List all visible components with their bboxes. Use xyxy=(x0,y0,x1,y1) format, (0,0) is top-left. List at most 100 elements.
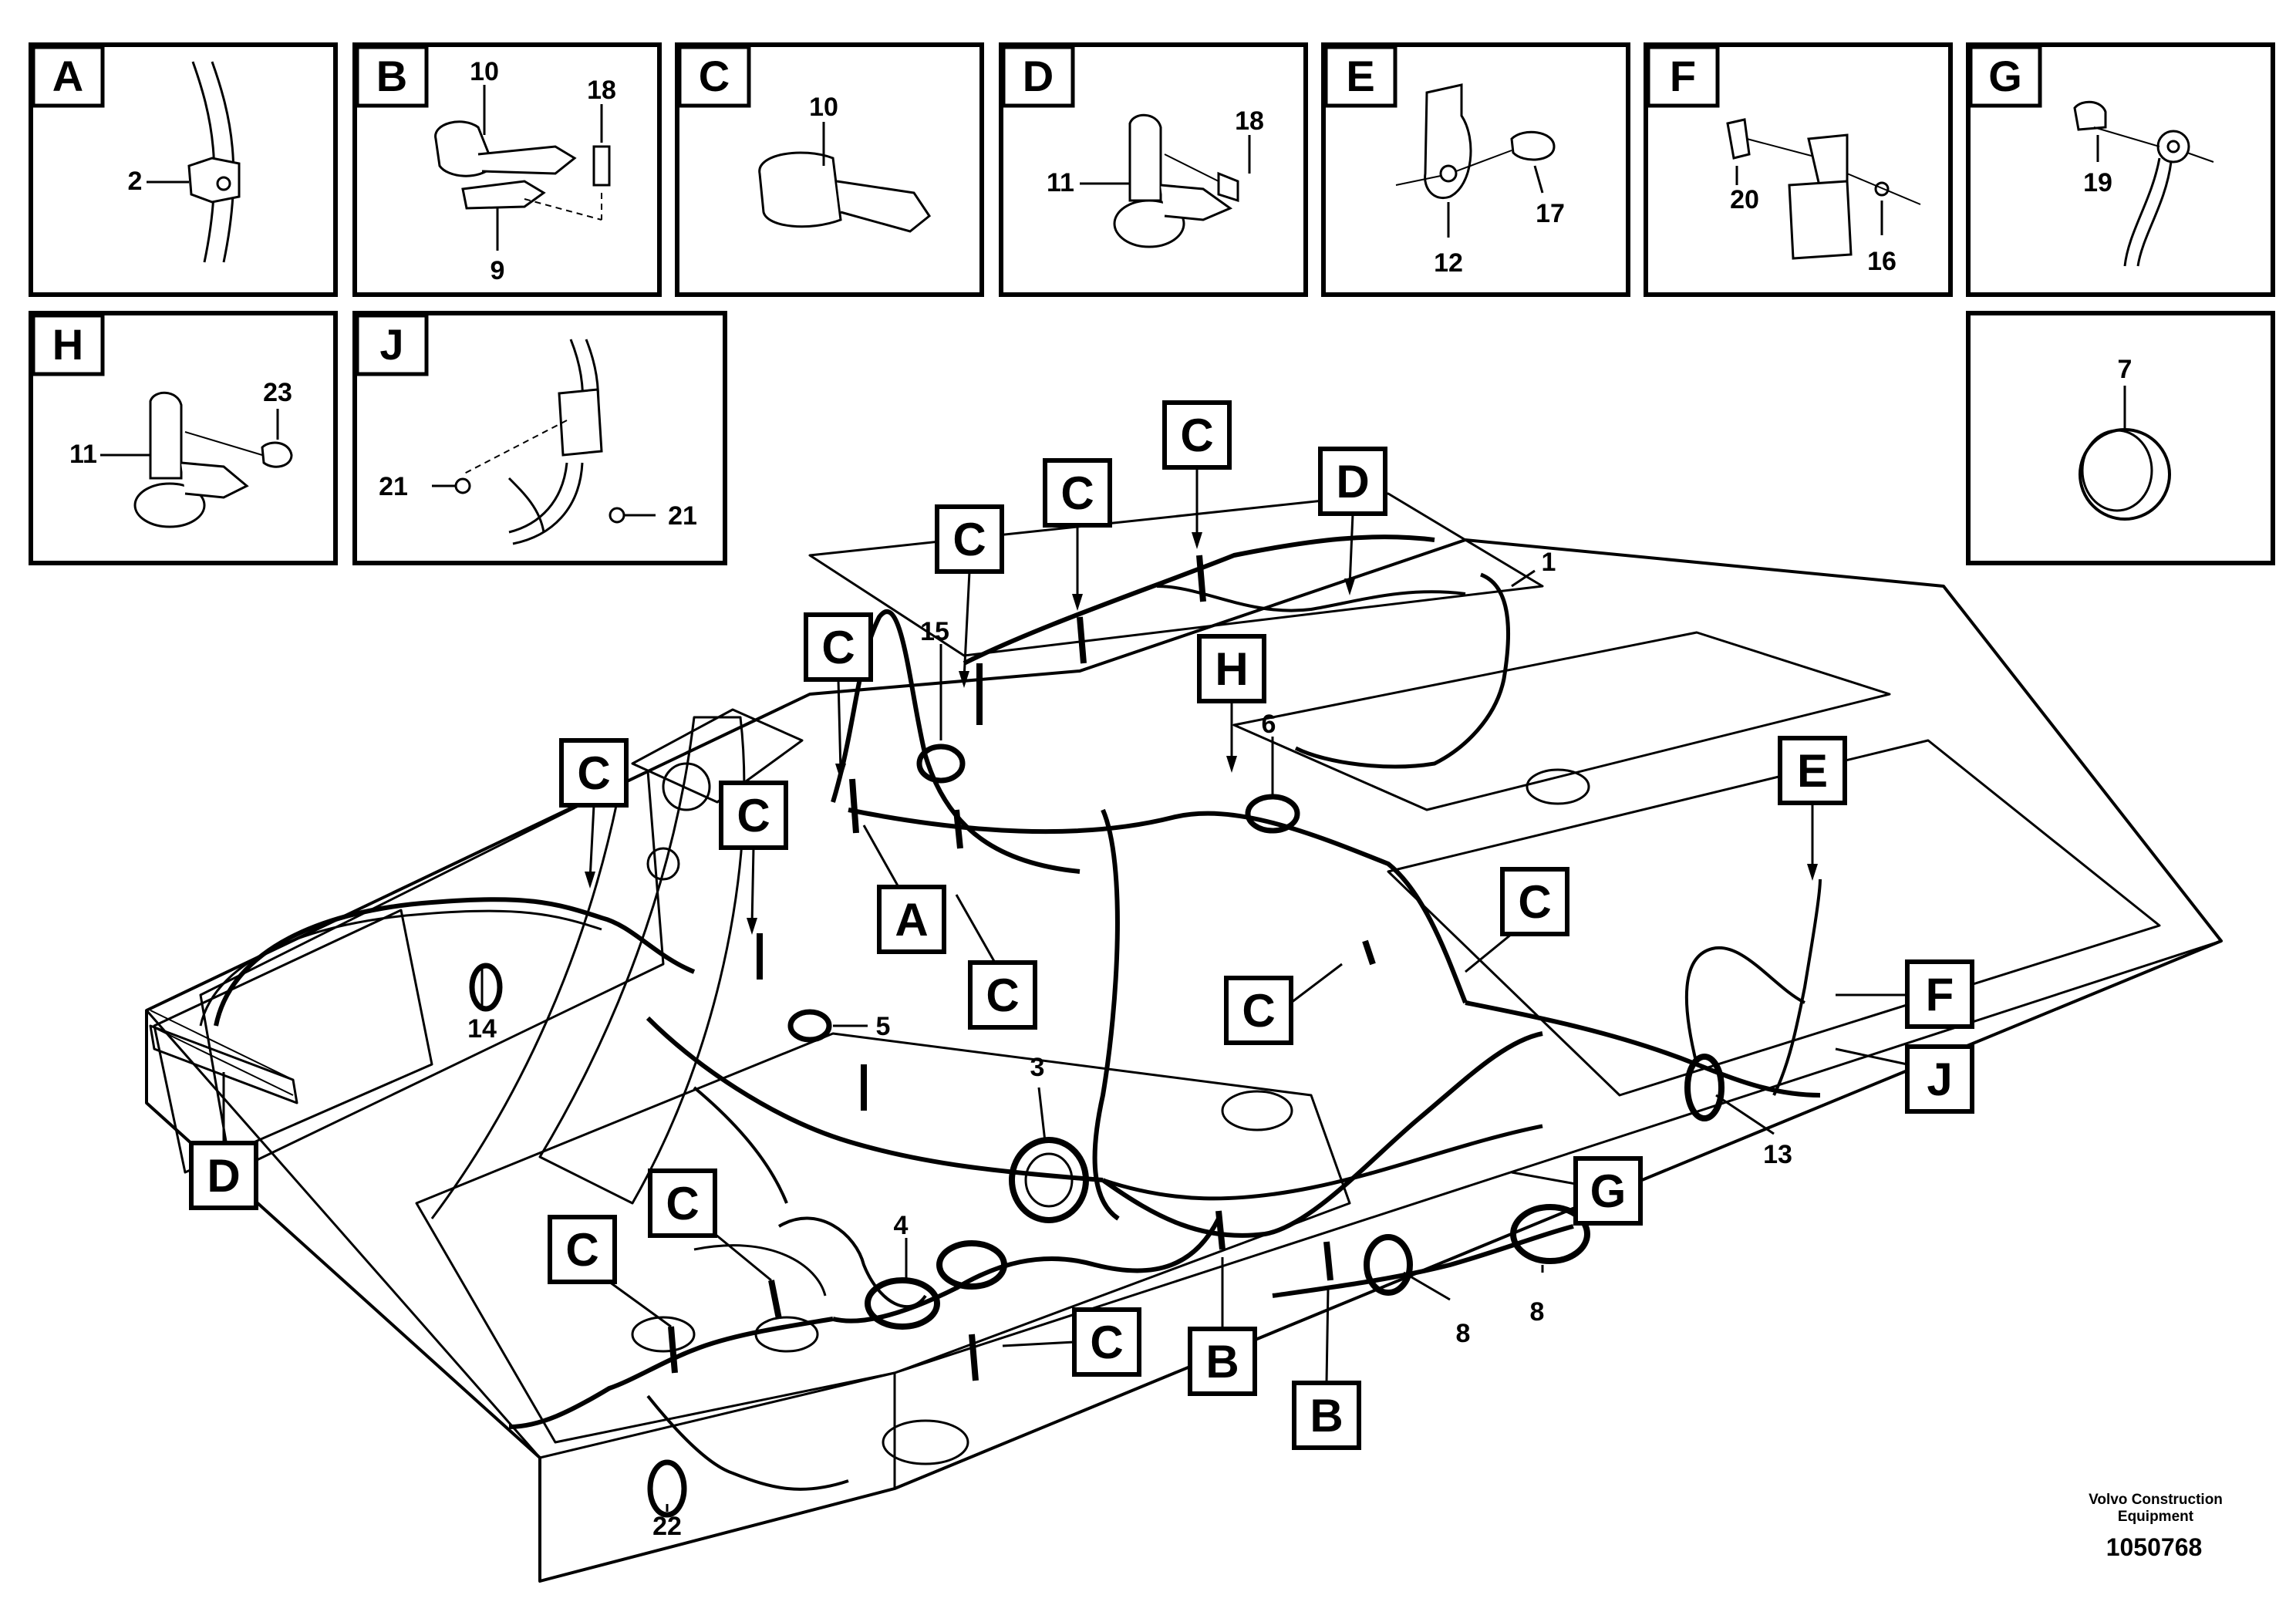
svg-text:14: 14 xyxy=(467,1014,497,1044)
callout-c-3: C xyxy=(935,504,1004,688)
callout-c-8: C xyxy=(1465,867,1569,973)
svg-text:C: C xyxy=(1060,467,1094,519)
callout-g: G xyxy=(1511,1156,1643,1226)
part-number: 21 xyxy=(668,501,697,531)
part-number: 7 xyxy=(2118,355,2132,384)
detail-letter: G xyxy=(1988,52,2022,100)
part-number: 10 xyxy=(470,57,499,86)
callout-c-7: C xyxy=(955,894,1037,1030)
part-number-3: 3 xyxy=(1030,1053,1047,1142)
part-number: 19 xyxy=(2083,168,2112,197)
callout-c-9: C xyxy=(1224,963,1343,1045)
detail-letter: C xyxy=(699,52,730,100)
detail-panel-plug: 7 xyxy=(1966,311,2275,565)
callout-e: E xyxy=(1778,736,1847,881)
svg-text:22: 22 xyxy=(652,1512,682,1541)
part-number: 20 xyxy=(1730,185,1759,214)
callout-c-5: C xyxy=(559,738,629,889)
callout-a: A xyxy=(862,824,946,954)
svg-text:A: A xyxy=(895,894,928,946)
detail-letter: A xyxy=(52,52,83,100)
part-number-14: 14 xyxy=(467,968,497,1044)
svg-text:C: C xyxy=(821,622,855,673)
detail-panel-c: C 10 xyxy=(675,42,984,297)
svg-text:4: 4 xyxy=(894,1211,909,1240)
callout-c-2: C xyxy=(1043,458,1112,611)
part-number-22: 22 xyxy=(652,1504,682,1541)
detail-letter: J xyxy=(379,320,403,369)
svg-text:B: B xyxy=(1205,1336,1239,1388)
part-number-8-b: 8 xyxy=(1530,1265,1545,1327)
main-part-numbers: 1 15 6 14 5 3 4 8 8 13 22 xyxy=(467,548,1792,1541)
callout-b-1: B xyxy=(1188,1257,1257,1396)
svg-text:3: 3 xyxy=(1030,1053,1045,1082)
svg-text:C: C xyxy=(565,1224,598,1276)
footer: Volvo Construction Equipment 1050768 xyxy=(2089,1492,2223,1561)
svg-text:D: D xyxy=(1336,456,1369,508)
detail-letter: F xyxy=(1670,52,1696,100)
part-number-15: 15 xyxy=(920,617,949,740)
callout-c-6: C xyxy=(719,781,788,935)
svg-text:C: C xyxy=(577,747,610,799)
svg-text:5: 5 xyxy=(876,1012,891,1041)
detail-panel-g: G 19 xyxy=(1966,42,2275,297)
svg-text:C: C xyxy=(986,969,1019,1021)
svg-text:1: 1 xyxy=(1542,548,1556,577)
detail-panel-a: A 2 xyxy=(29,42,338,297)
detail-letter: D xyxy=(1023,52,1054,100)
svg-text:E: E xyxy=(1797,745,1828,797)
detail-letter: E xyxy=(1346,52,1374,100)
part-number: 11 xyxy=(69,440,97,469)
callout-d-1: D xyxy=(1318,447,1387,595)
svg-text:F: F xyxy=(1926,969,1954,1020)
detail-panel-h: H 23 11 xyxy=(29,311,338,565)
callout-c-12: C xyxy=(1002,1307,1141,1377)
svg-text:6: 6 xyxy=(1262,710,1276,739)
svg-text:C: C xyxy=(737,790,770,841)
svg-text:B: B xyxy=(1310,1390,1343,1442)
svg-text:C: C xyxy=(1180,410,1213,461)
part-number: 2 xyxy=(128,167,143,196)
callout-h: H xyxy=(1197,634,1266,773)
detail-panel-f: F 20 16 xyxy=(1644,42,1953,297)
part-number-13: 13 xyxy=(1715,1094,1792,1169)
brand-line-2: Equipment xyxy=(2118,1509,2194,1525)
detail-letter: B xyxy=(376,52,407,100)
drawing-code: 1050768 xyxy=(2106,1533,2203,1561)
brand-line-1: Volvo Construction xyxy=(2089,1492,2223,1508)
main-assembly-illustration xyxy=(145,492,2223,1583)
svg-text:G: G xyxy=(1590,1165,1627,1217)
svg-text:C: C xyxy=(1090,1317,1123,1368)
svg-text:8: 8 xyxy=(1456,1319,1471,1348)
svg-text:J: J xyxy=(1927,1054,1952,1105)
part-number-1: 1 xyxy=(1511,548,1556,588)
detail-letter: H xyxy=(52,320,83,369)
part-number: 18 xyxy=(1235,106,1264,136)
detail-panel-d: D 18 11 xyxy=(999,42,1308,297)
callout-b-2: B xyxy=(1292,1287,1361,1450)
svg-text:H: H xyxy=(1215,643,1248,695)
svg-text:D: D xyxy=(207,1150,240,1202)
callouts: C C C C D H C C xyxy=(189,400,1974,1450)
callout-c-10: C xyxy=(648,1168,772,1282)
part-number: 18 xyxy=(587,76,616,105)
part-number-8-a: 8 xyxy=(1403,1271,1471,1348)
part-number-4: 4 xyxy=(894,1211,909,1280)
svg-text:8: 8 xyxy=(1530,1297,1545,1327)
callout-f: F xyxy=(1836,959,1974,1029)
detail-panel-j: J 21 21 xyxy=(352,311,727,565)
part-number: 21 xyxy=(379,472,408,501)
detail-panel-e: E 17 12 xyxy=(1321,42,1630,297)
callout-d-2: D xyxy=(189,1072,258,1210)
callout-c-11: C xyxy=(548,1215,672,1328)
svg-text:C: C xyxy=(1518,876,1551,928)
part-number: 11 xyxy=(1047,168,1074,197)
svg-text:13: 13 xyxy=(1763,1140,1792,1169)
part-number: 9 xyxy=(491,256,505,285)
svg-text:C: C xyxy=(666,1178,699,1229)
part-number: 10 xyxy=(809,93,838,122)
callout-c-4: C xyxy=(804,612,873,781)
callout-j: J xyxy=(1835,1044,1974,1114)
part-number-6: 6 xyxy=(1262,710,1276,794)
